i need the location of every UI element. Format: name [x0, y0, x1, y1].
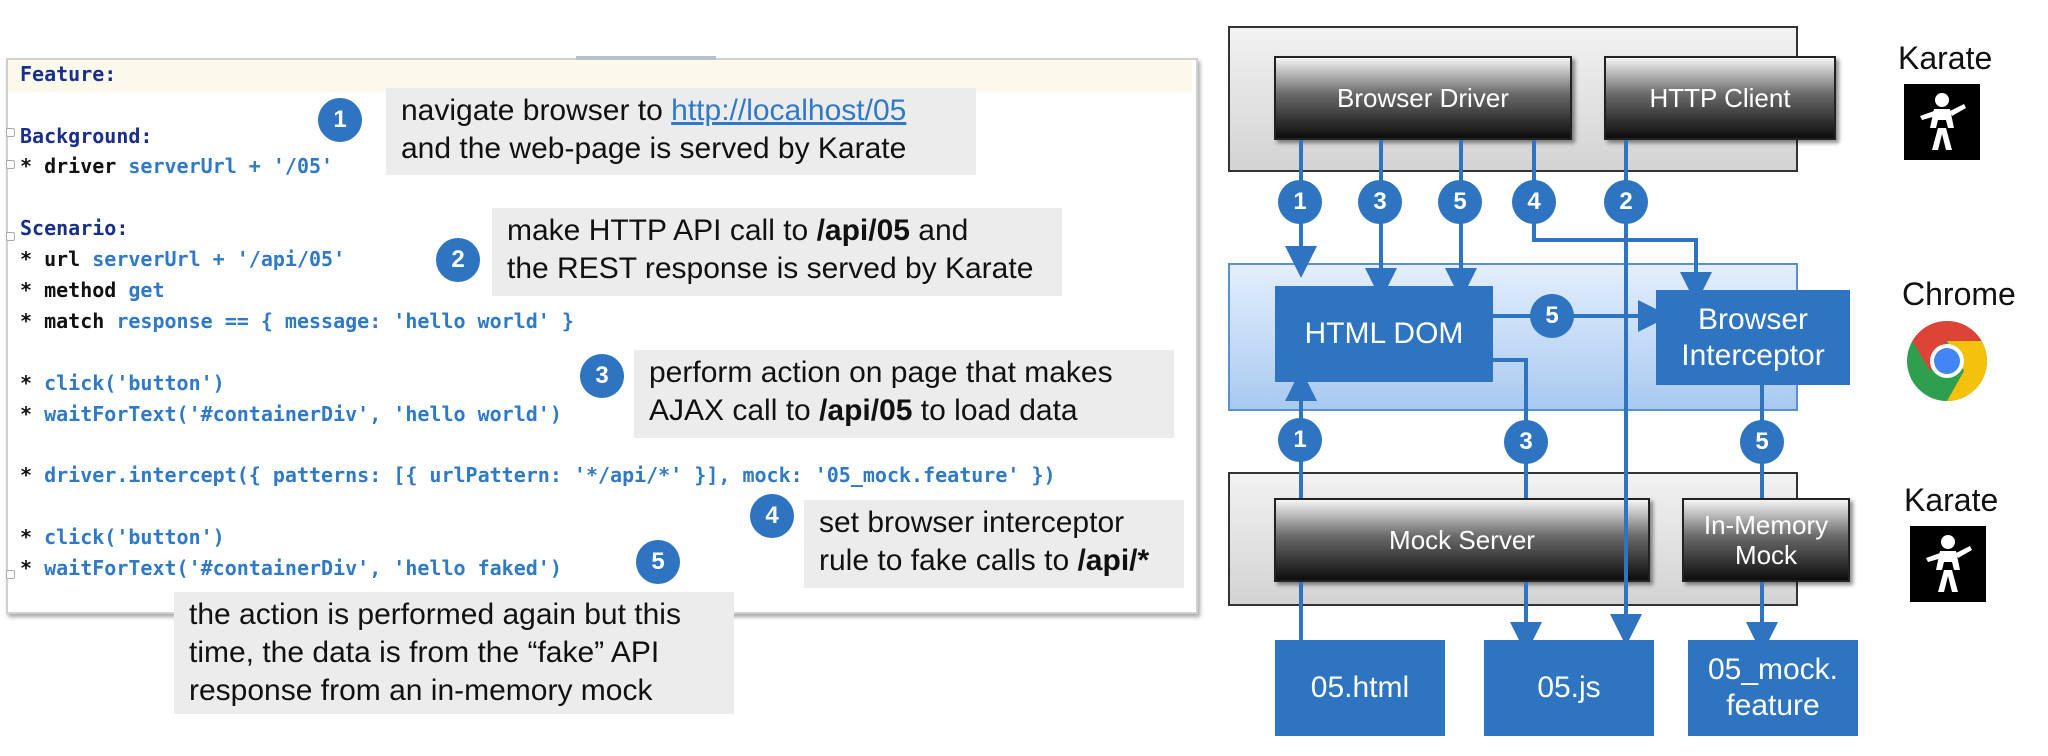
file-05-html: 05.html — [1275, 640, 1445, 736]
browser-interceptor-line-2: Interceptor — [1681, 338, 1825, 372]
callout-fake-response: the action is performed again but this t… — [174, 592, 734, 714]
step-badge-5: 5 — [636, 540, 680, 584]
code-line-match: * match response == { message: 'hello wo… — [20, 309, 574, 333]
browser-interceptor-box: Browser Interceptor — [1656, 290, 1850, 385]
url-value: serverUrl + '/api/05' — [92, 247, 346, 271]
diagram-badge-4-top: 4 — [1512, 180, 1556, 224]
callout-3-bold: /api/05 — [819, 394, 913, 427]
html-dom-box: HTML DOM — [1275, 286, 1493, 382]
callout-interceptor: set browser interceptor rule to fake cal… — [804, 500, 1184, 588]
diagram-badge-5-mid: 5 — [1530, 294, 1574, 338]
match-prefix: * match — [20, 309, 117, 333]
background-keyword: Background: — [20, 124, 153, 148]
mock-server-box: Mock Server — [1274, 498, 1650, 582]
callout-5-line-1: the action is performed again but this — [189, 598, 681, 631]
in-memory-mock-box: In-Memory Mock — [1682, 498, 1850, 582]
file-mock-line-2: feature — [1726, 689, 1820, 722]
intercept-prefix: * — [20, 463, 45, 487]
code-line-scenario: Scenario: — [20, 216, 128, 240]
file-05-js: 05.js — [1484, 640, 1654, 736]
diagram-badge-3-top: 3 — [1358, 180, 1402, 224]
step-badge-4: 4 — [750, 494, 794, 538]
driver-value: serverUrl + '/05' — [128, 154, 334, 178]
wait-2-prefix: * — [20, 556, 45, 580]
method-prefix: * method — [20, 278, 129, 302]
file-mock-line-1: 05_mock. — [1707, 653, 1839, 686]
callout-2-line-2: the REST response is served by Karate — [507, 252, 1034, 285]
wait-1-value: waitForText('#containerDiv', 'hello worl… — [44, 402, 562, 426]
callout-2-bold: /api/05 — [816, 214, 910, 247]
code-line-click-2: * click('button') — [20, 525, 225, 549]
feature-keyword: Feature: — [20, 62, 117, 86]
code-line-click-1: * click('button') — [20, 371, 225, 395]
callout-3-text: AJAX call to — [649, 394, 820, 427]
karate-fighter-icon — [1910, 526, 1986, 602]
callout-3-post: to load data — [912, 394, 1078, 427]
label-karate-bottom: Karate — [1904, 482, 1999, 518]
callout-3-line-1: perform action on page that makes — [649, 356, 1113, 389]
url-prefix: * url — [20, 247, 93, 271]
code-line-method: * method get — [20, 278, 165, 302]
intercept-value: driver.intercept({ patterns: [{ urlPatte… — [44, 463, 1056, 487]
callout-2-text: make HTTP API call to — [507, 214, 817, 247]
code-line-feature: Feature: — [20, 62, 116, 86]
browser-driver-box: Browser Driver — [1274, 56, 1572, 140]
step-badge-1: 1 — [318, 98, 362, 142]
code-line-background: Background: — [20, 124, 152, 148]
chrome-logo-icon — [1904, 318, 1990, 404]
driver-prefix: * driver — [20, 154, 129, 178]
callout-4-text: rule to fake calls to — [819, 544, 1078, 577]
click-1-prefix: * — [20, 371, 45, 395]
step-badge-2: 2 — [436, 238, 480, 282]
click-1-value: click('button') — [44, 371, 225, 395]
in-memory-mock-line-2: Mock — [1734, 540, 1798, 570]
callout-5-line-3: response from an in-memory mock — [189, 674, 653, 707]
diagram-badge-1-top: 1 — [1278, 180, 1322, 224]
code-line-url: * url serverUrl + '/api/05' — [20, 247, 345, 271]
callout-1-text: navigate browser to — [401, 94, 672, 127]
code-line-wait-2: * waitForText('#containerDiv', 'hello fa… — [20, 556, 562, 580]
callout-5-line-2: time, the data is from the “fake” API — [189, 636, 660, 669]
in-memory-mock-line-1: In-Memory — [1703, 510, 1829, 540]
wait-2-value: waitForText('#containerDiv', 'hello fake… — [44, 556, 562, 580]
diagram-badge-2-top: 2 — [1604, 180, 1648, 224]
fold-marker[interactable] — [6, 160, 15, 169]
diagram-badge-3-low: 3 — [1504, 420, 1548, 464]
callout-ajax: perform action on page that makes AJAX c… — [634, 350, 1174, 438]
label-karate-top: Karate — [1898, 40, 1993, 76]
method-value: get — [128, 278, 165, 302]
diagram-badge-1-low: 1 — [1278, 418, 1322, 462]
callout-navigate: navigate browser to http://localhost/05 … — [386, 88, 976, 175]
editor-tab-indicator — [576, 56, 716, 60]
callout-2-post: and — [909, 214, 969, 247]
code-line-intercept: * driver.intercept({ patterns: [{ urlPat… — [20, 463, 1056, 487]
fold-marker[interactable] — [6, 570, 15, 579]
feature-line-highlight — [8, 60, 1192, 92]
click-2-value: click('button') — [44, 525, 225, 549]
file-05-mock-feature: 05_mock. feature — [1688, 640, 1858, 736]
karate-fighter-icon — [1904, 84, 1980, 160]
fold-marker[interactable] — [6, 128, 15, 137]
callout-4-line-1: set browser interceptor — [819, 506, 1125, 539]
callout-4-bold: /api/* — [1077, 544, 1150, 577]
code-line-wait-1: * waitForText('#containerDiv', 'hello wo… — [20, 402, 562, 426]
step-badge-3: 3 — [580, 354, 624, 398]
diagram-badge-5-top: 5 — [1438, 180, 1482, 224]
label-chrome: Chrome — [1902, 276, 2016, 312]
callout-1-link[interactable]: http://localhost/05 — [671, 94, 907, 127]
code-line-driver: * driver serverUrl + '/05' — [20, 154, 333, 178]
click-2-prefix: * — [20, 525, 45, 549]
wait-1-prefix: * — [20, 402, 45, 426]
fold-marker[interactable] — [6, 232, 15, 241]
http-client-box: HTTP Client — [1604, 56, 1836, 140]
browser-interceptor-line-1: Browser — [1697, 302, 1809, 336]
callout-1-line-2: and the web-page is served by Karate — [401, 132, 907, 165]
callout-http-api: make HTTP API call to /api/05 and the RE… — [492, 208, 1062, 296]
scenario-keyword: Scenario: — [20, 216, 129, 240]
diagram-badge-5-low: 5 — [1740, 420, 1784, 464]
match-value: response == { message: 'hello world' } — [116, 309, 574, 333]
